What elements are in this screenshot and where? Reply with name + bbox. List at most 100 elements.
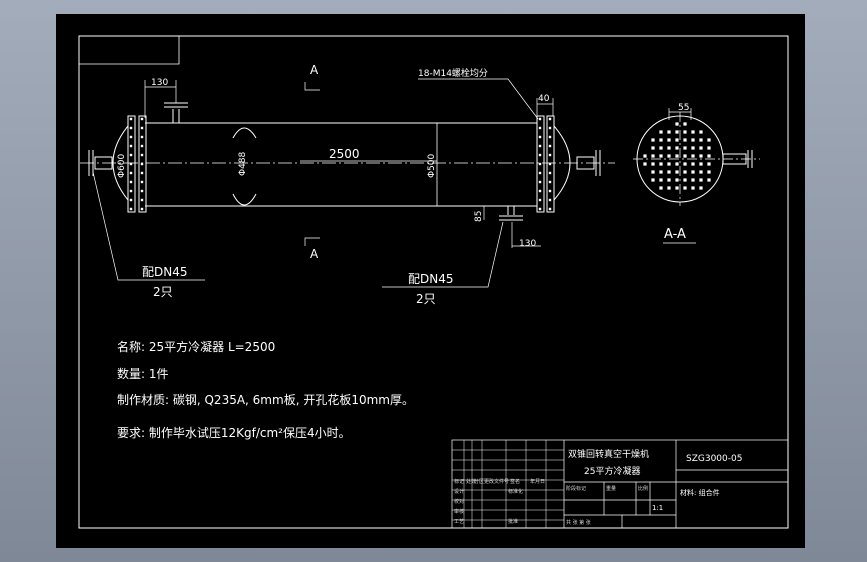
bolt-mark xyxy=(140,180,144,184)
tube-hole xyxy=(667,170,671,174)
left-nozzle-spec: 配DN45 xyxy=(142,265,188,279)
drawing-number: SZG3000-05 xyxy=(686,454,742,464)
bolt-mark xyxy=(538,180,542,184)
tube-hole xyxy=(651,178,655,182)
right-nozzle-qty: 2只 xyxy=(416,292,436,306)
note-name: 名称: 25平方冷凝器 L=2500 xyxy=(117,339,275,354)
tube-hole xyxy=(683,146,687,150)
title-line2: 25平方冷凝器 xyxy=(584,465,640,477)
tube-hole xyxy=(651,170,655,174)
tube-hole xyxy=(667,146,671,150)
tube-hole xyxy=(707,170,711,174)
bolt-mark xyxy=(129,117,133,121)
tube-hole xyxy=(699,130,703,134)
bolt-mark xyxy=(538,207,542,211)
section-nozzle xyxy=(722,153,747,165)
tube-hole xyxy=(707,162,711,166)
row-label-6: 年月日 xyxy=(530,478,545,485)
tube-hole xyxy=(651,162,655,166)
tube-hole xyxy=(691,154,695,158)
bolt-mark xyxy=(129,171,133,175)
role-label-2: 标准化 xyxy=(508,488,523,495)
tube-hole xyxy=(675,178,679,182)
tube-hole xyxy=(691,138,695,142)
tube-hole xyxy=(659,138,663,142)
code-box xyxy=(79,36,180,65)
tube-hole xyxy=(699,170,703,174)
left-nozzle-qty: 2只 xyxy=(153,285,173,299)
left-nozzle-leader xyxy=(92,171,205,281)
tube-hole xyxy=(675,138,679,142)
tube-hole xyxy=(667,162,671,166)
bolt-mark xyxy=(140,171,144,175)
tube-hole xyxy=(683,122,687,126)
bolt-mark xyxy=(129,144,133,148)
dim-40: 40 xyxy=(538,94,550,104)
bolt-mark xyxy=(538,126,542,130)
tube-hole xyxy=(699,186,703,190)
row-label-5: 签名 xyxy=(510,478,520,485)
bolt-mark xyxy=(548,153,552,157)
row-label-2: 处数 xyxy=(466,478,476,485)
stage-label-3: 比例 xyxy=(638,485,648,492)
right-flange-inner xyxy=(536,115,545,213)
tube-hole xyxy=(667,138,671,142)
bolt-mark xyxy=(129,207,133,211)
tube-hole xyxy=(675,146,679,150)
note-requirement: 要求: 制作毕水试压12Kgf/cm²保压4小时。 xyxy=(117,425,351,440)
tube-hole xyxy=(675,162,679,166)
dim-130-top: 130 xyxy=(151,78,168,88)
dim-85: 85 xyxy=(474,211,484,222)
tube-hole xyxy=(667,130,671,134)
bolt-mark xyxy=(140,153,144,157)
tube-hole xyxy=(683,186,687,190)
bolt-mark xyxy=(538,153,542,157)
tube-holes xyxy=(643,122,711,190)
role-label-3: 校对 xyxy=(454,498,464,505)
tube-hole xyxy=(699,138,703,142)
bolt-mark xyxy=(538,189,542,193)
tube-hole xyxy=(659,162,663,166)
tube-hole xyxy=(699,162,703,166)
section-mark-top xyxy=(304,82,320,91)
bolt-note-leader xyxy=(418,78,539,120)
tube-hole xyxy=(683,138,687,142)
tube-hole xyxy=(683,178,687,182)
section-view-a-a xyxy=(633,108,760,244)
title-line1: 双锥回转真空干燥机 xyxy=(568,448,649,460)
dimensions xyxy=(92,78,554,288)
right-nozzle-spec: 配DN45 xyxy=(408,272,454,286)
bolt-mark xyxy=(140,162,144,166)
bolt-mark xyxy=(140,198,144,202)
bolt-mark xyxy=(129,126,133,130)
bolt-mark xyxy=(129,162,133,166)
section-label-bottom: A xyxy=(310,247,319,261)
bolt-mark xyxy=(140,189,144,193)
note-material: 制作材质: 碳钢, Q235A, 6mm板, 开孔花板10mm厚。 xyxy=(117,392,414,407)
note-quantity: 数量: 1件 xyxy=(117,366,169,381)
tube-hole xyxy=(675,130,679,134)
baffle-top xyxy=(232,127,257,139)
role-label-4: 审核 xyxy=(454,508,464,515)
tube-hole xyxy=(691,186,695,190)
tube-hole xyxy=(691,162,695,166)
tube-hole xyxy=(699,146,703,150)
bolt-mark xyxy=(129,135,133,139)
bolt-mark xyxy=(548,135,552,139)
section-mark-bottom xyxy=(304,237,320,246)
tube-hole xyxy=(659,146,663,150)
bolt-note: 18-M14螺栓均分 xyxy=(418,67,488,79)
bolt-mark xyxy=(129,180,133,184)
bolt-mark xyxy=(538,135,542,139)
role-label-6: 批准 xyxy=(508,518,518,525)
bolt-mark xyxy=(140,135,144,139)
bolt-mark xyxy=(129,153,133,157)
bolt-mark xyxy=(129,189,133,193)
stage-label-1: 阶段标记 xyxy=(566,485,586,492)
sheet-label: 共 张 第 张 xyxy=(566,519,591,526)
bolt-mark xyxy=(140,207,144,211)
bolt-mark xyxy=(538,162,542,166)
tube-hole xyxy=(683,154,687,158)
tube-hole xyxy=(659,130,663,134)
